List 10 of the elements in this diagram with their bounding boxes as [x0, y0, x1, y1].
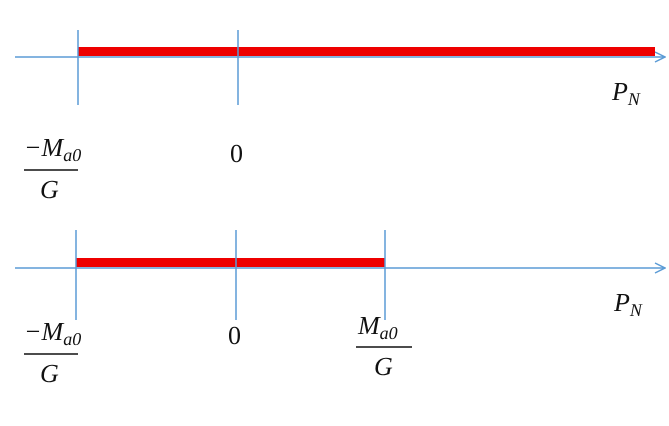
fraction-numerator: M$_{a0}$ — [358, 312, 398, 340]
fraction-denominator: G — [40, 360, 59, 388]
fraction-numerator: −M$_{a0}$ — [24, 134, 82, 162]
tick-label: 0 — [228, 322, 241, 350]
axis-label: P$_{N}$ — [612, 78, 640, 106]
fraction-denominator: G — [374, 353, 393, 381]
axis-label: P$_{N}$ — [614, 289, 642, 317]
fraction-denominator: G — [40, 176, 59, 204]
tick-label: 0 — [230, 140, 243, 168]
fraction-numerator: −M$_{a0}$ — [24, 318, 82, 346]
